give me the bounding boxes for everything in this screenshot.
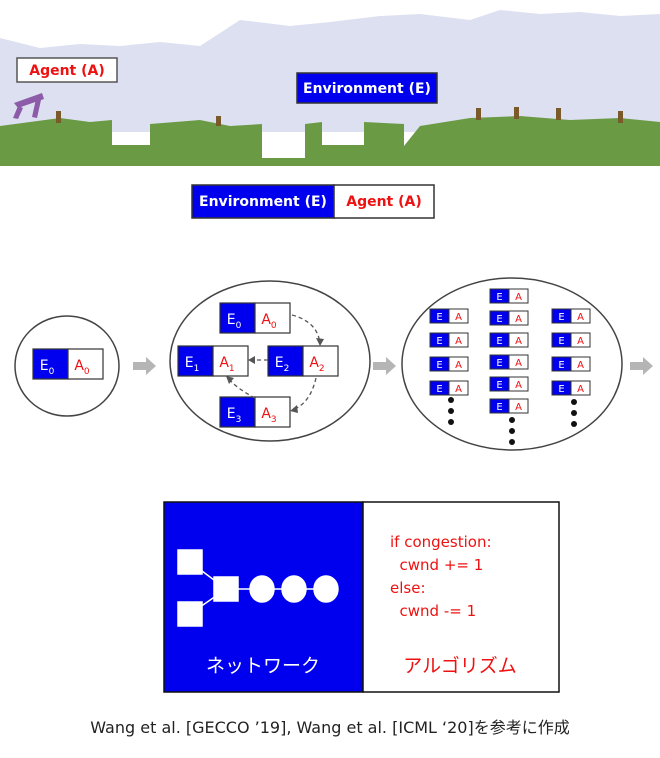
stage2-env-1: E1 xyxy=(185,355,200,374)
code-line-2: cwnd += 1 xyxy=(390,556,483,574)
pair-environment-label: Environment (E) xyxy=(199,194,327,210)
stage2-agent-3: A3 xyxy=(261,406,276,425)
stage3-agent-label: A xyxy=(577,384,584,395)
stage3-env-label: E xyxy=(496,380,502,391)
stage1-pair: E0 A0 xyxy=(32,348,104,380)
stage3-env-label: E xyxy=(558,360,564,371)
walker-agent-icon xyxy=(13,93,44,119)
pair-agent-label: Agent (A) xyxy=(346,194,422,210)
posts xyxy=(56,107,623,126)
arrow-2-icon xyxy=(373,357,396,375)
sky-background xyxy=(0,10,660,132)
code-line-4: cwnd -= 1 xyxy=(390,602,476,620)
environment-label: Environment (E) xyxy=(303,81,431,97)
pair-agent-box xyxy=(333,184,435,219)
stage2-env-0: E0 xyxy=(227,312,242,331)
stage3-env-label: E xyxy=(558,336,564,347)
arrow-3-icon xyxy=(630,357,653,375)
stage2-arrowheads xyxy=(226,338,324,413)
pair-environment-box xyxy=(191,184,335,219)
network-algorithm-panel: ネットワーク if congestion: cwnd += 1 else: cw… xyxy=(163,501,560,693)
stage3-env-label: E xyxy=(496,336,502,347)
stage2-pair-3: E3 A3 xyxy=(219,396,291,428)
stage3-env-label: E xyxy=(496,358,502,369)
stage1-agent-box xyxy=(67,348,104,380)
terrain-scene: Agent (A) Environment (E) xyxy=(0,10,660,166)
environment-label-box xyxy=(296,72,438,104)
network-topology-icon xyxy=(177,549,339,627)
stage3-agent-label: A xyxy=(577,336,584,347)
stage2-env-3: E3 xyxy=(227,406,242,425)
agent-label: Agent (A) xyxy=(29,63,105,79)
stage3-agent-label: A xyxy=(515,402,522,413)
code-line-1: if congestion: xyxy=(390,533,492,551)
stage3-agent-label: A xyxy=(515,336,522,347)
stage3-agent-label: A xyxy=(515,380,522,391)
stage3-env-label: E xyxy=(558,312,564,323)
stage2-agent-1: A1 xyxy=(219,355,234,374)
stage3-ellipsis-dots xyxy=(448,397,577,445)
algorithm-code: if congestion: cwnd += 1 else: cwnd -= 1 xyxy=(390,533,492,620)
stage3-agent-label: A xyxy=(515,314,522,325)
stage1-agent-label: A0 xyxy=(74,358,90,377)
stage2-env-2: E2 xyxy=(275,355,290,374)
stage3-agent-label: A xyxy=(455,336,462,347)
stage3-agent-label: A xyxy=(455,384,462,395)
stage2-pair-0: E0 A0 xyxy=(219,302,291,334)
stage2-agent-0: A0 xyxy=(261,312,277,331)
algorithm-panel xyxy=(362,501,560,693)
stage3-agent-label: A xyxy=(577,312,584,323)
code-line-3: else: xyxy=(390,579,426,597)
citation-caption: Wang et al. [GECCO ’19], Wang et al. [IC… xyxy=(90,718,570,737)
stage3-agent-label: A xyxy=(515,292,522,303)
algorithm-label: アルゴリズム xyxy=(403,655,516,677)
stage1-env-label: E0 xyxy=(40,358,55,377)
ground xyxy=(0,116,660,166)
stage3-agent-label: A xyxy=(455,360,462,371)
network-label: ネットワーク xyxy=(206,655,320,677)
stage3-env-label: E xyxy=(436,336,442,347)
stage3-env-label: E xyxy=(436,360,442,371)
stage2-agent-2: A2 xyxy=(309,355,324,374)
stage3-agent-label: A xyxy=(515,358,522,369)
stage3-agent-label: A xyxy=(455,312,462,323)
environment-agent-pair: Environment (E) Agent (A) xyxy=(191,184,435,219)
stage3-env-label: E xyxy=(496,314,502,325)
stage2-pairs: E0 A0 E1 A1 E2 A2 E3 A3 xyxy=(177,302,339,428)
stage3-env-label: E xyxy=(436,384,442,395)
agent-label-box xyxy=(16,57,118,83)
flow-arrows xyxy=(133,357,653,375)
stage3-env-label: E xyxy=(496,292,502,303)
stage3-env-label: E xyxy=(436,312,442,323)
stage2-pair-1: E1 A1 xyxy=(177,345,249,377)
stage3-env-label: E xyxy=(496,402,502,413)
stage3-env-label: E xyxy=(558,384,564,395)
stage1-env-box xyxy=(32,348,69,380)
stage2-pair-2: E2 A2 xyxy=(267,345,339,377)
arrow-1-icon xyxy=(133,357,156,375)
stage3-agent-label: A xyxy=(577,360,584,371)
